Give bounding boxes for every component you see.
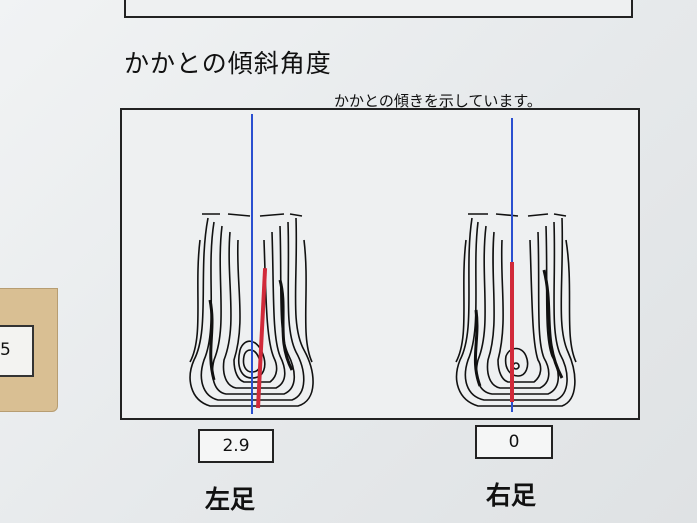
left-foot-axis-line	[251, 114, 253, 414]
right-foot-label: 右足	[486, 481, 537, 510]
previous-section-frame	[124, 0, 633, 18]
heel-diagram-frame	[120, 108, 640, 420]
left-foot-angle-value: 2.9	[198, 429, 274, 463]
left-foot-contour	[189, 213, 314, 407]
right-foot-tilt-line	[510, 262, 514, 402]
right-foot-contour	[455, 213, 577, 407]
section-title: かかとの傾斜角度	[124, 49, 332, 78]
left-side-value-box	[0, 325, 34, 377]
section-subtitle: かかとの傾きを示しています。	[334, 92, 542, 110]
left-foot-label: 左足	[205, 485, 256, 514]
right-foot-angle-value: 0	[475, 425, 553, 459]
left-side-value: 5	[0, 340, 11, 360]
